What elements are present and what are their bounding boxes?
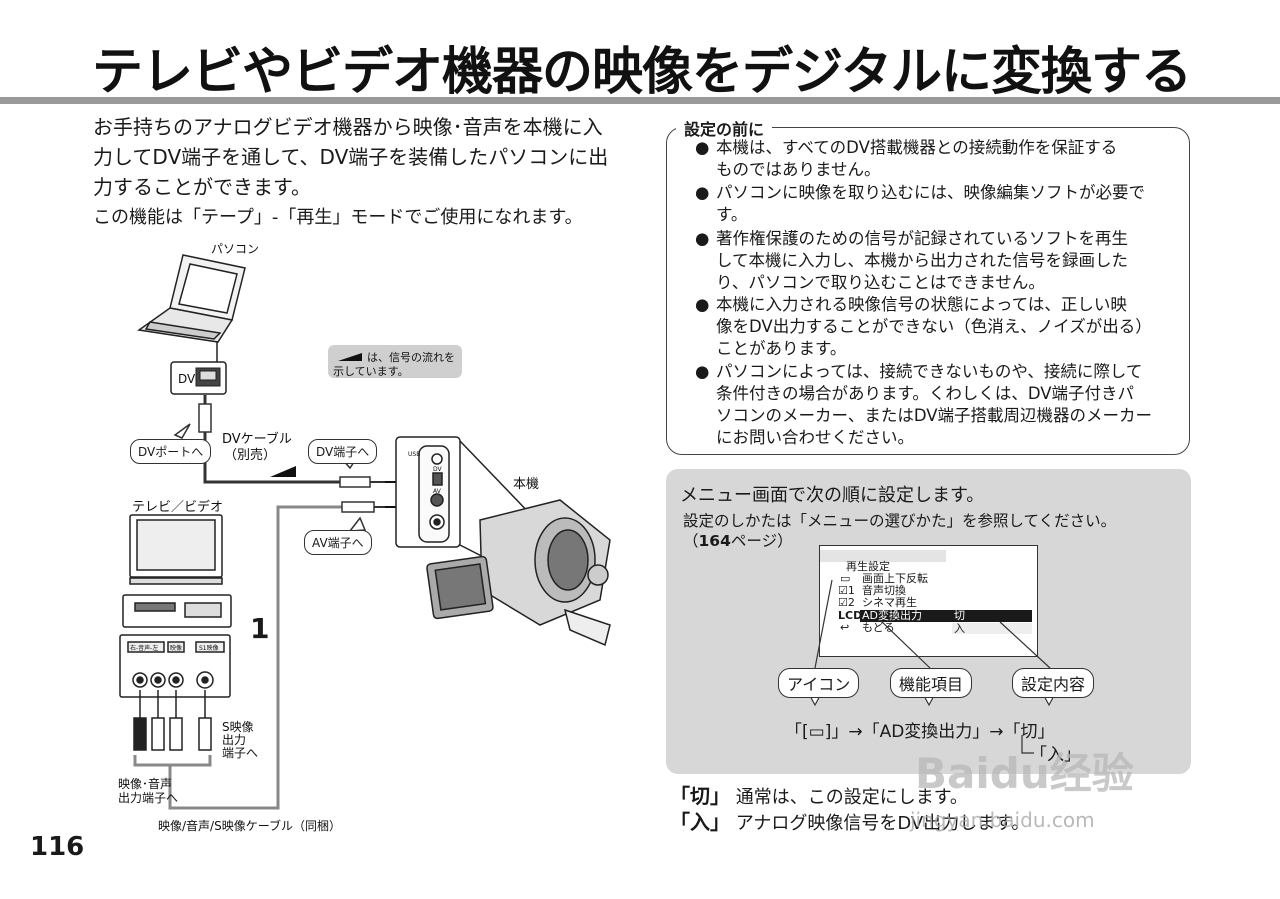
intro-line-3: 力することができます。: [93, 175, 311, 199]
intro-line-1: お手持ちのアナログビデオ機器から映像･音声を本機に入: [93, 115, 603, 139]
screen-item: もどる: [862, 621, 895, 634]
screen-option-highlight: [952, 610, 1032, 622]
screen-icon-tape: ▭: [840, 572, 851, 585]
caution-item-text: パソコンによっては、接続できないものや、接続に際して 条件付きの場合があります。…: [716, 362, 1153, 447]
title-rule: [0, 97, 1280, 104]
caution-item-text: 本機に入力される映像信号の状態によっては、正しい映 像をDV出力することができな…: [716, 295, 1152, 358]
screen-icon-check1: ☑1: [838, 584, 855, 597]
flow-arrow-dv: [270, 466, 296, 477]
watermark-logo: Baidu经验: [915, 749, 1134, 798]
page-ref-close: ページ）: [730, 532, 793, 550]
menu-screen: 再生設定 ▭ 画面上下反転 ☑1 音声切換 ☑2 シネマ再生 LCD AD変換出…: [819, 545, 1038, 657]
menu-sequence-alt: 「入」: [1030, 745, 1081, 765]
jack-label-s-video: S1映像: [199, 645, 219, 652]
camera-label: 本機: [513, 477, 540, 492]
intro-line-2: 力してDV端子を通して、DV端子を装備したパソコンに出: [93, 145, 609, 169]
dv-port-bubble: DVポートへ: [130, 439, 212, 464]
screen-icon-lcd: LCD: [838, 609, 863, 622]
av-terminal-bubble: AV端子へ: [304, 530, 372, 555]
jack-label-audio: 右-音声-左: [130, 645, 159, 652]
av-plugs: [133, 690, 212, 751]
screen-option: 入: [954, 622, 965, 635]
definition-text: 通常は、この設定にします。: [735, 787, 968, 808]
vcr-icon: [122, 594, 232, 628]
screen-item: シネマ再生: [862, 596, 917, 609]
av-out-label-2: 出力端子へ: [118, 791, 179, 805]
port-label-usb: USB: [408, 451, 421, 458]
caution-box: [666, 127, 1190, 455]
caution-item: ● パソコンによっては、接続できないものや、接続に際して 条件付きの場合がありま…: [695, 361, 1175, 449]
screen-item-selected: AD変換出力: [862, 609, 922, 622]
dv-terminal-bubble: DV端子へ: [308, 439, 378, 464]
dv-port-box-pc: [170, 342, 227, 395]
caution-item-text: 本機は、すべてのDV搭載機器との接続動作を保証する ものではありません。: [716, 138, 1118, 179]
menu-heading: メニュー画面で次の順に設定します。: [680, 485, 985, 506]
caution-heading: 設定の前に: [676, 116, 773, 140]
mode-note: この機能は「テープ」-「再生」モードでご使用になれます。: [93, 207, 583, 228]
definition-key: 「切」: [670, 784, 730, 808]
bullet-icon: ●: [695, 229, 710, 248]
screen-option-selected: 切: [954, 609, 965, 622]
page-title: テレビやビデオ機器の映像をデジタルに変換する: [92, 43, 1192, 102]
screen-title-bar: [820, 550, 946, 562]
definition-key: 「入」: [670, 810, 730, 834]
definition-text: アナログ映像信号をDV出力します。: [735, 813, 1030, 834]
pc-label: パソコン: [211, 242, 260, 256]
flow-legend-line-2: 示しています。: [333, 365, 409, 378]
port-label-dv: DV: [433, 466, 442, 473]
tv-icon: [129, 514, 223, 585]
screen-highlight-bar: [860, 610, 952, 622]
caution-item: ● パソコンに映像を取り込むには、映像編集ソフトが必要で す。: [695, 182, 1175, 226]
camera-port-panel: [395, 436, 461, 548]
dv-cable-label: DVケーブル: [222, 432, 292, 447]
bullet-icon: ●: [695, 138, 710, 157]
tv-video-label: テレビ／ビデオ: [132, 500, 224, 515]
screen-icon-return: ↩: [840, 621, 850, 634]
watermark-url: jingyan.baidu.com: [910, 808, 1095, 832]
caution-item: ● 著作権保護のための信号が記録されているソフトを再生 して本機に入力し、本機か…: [695, 228, 1175, 294]
screen-item: 画面上下反転: [862, 572, 928, 585]
av-cable: [133, 501, 395, 810]
page-ref-open: （: [683, 532, 699, 550]
bullet-icon: ●: [695, 362, 710, 381]
s-video-label-2: 出力: [222, 733, 247, 747]
screen-title: 再生設定: [846, 560, 890, 573]
av-out-label-1: 映像･音声: [118, 777, 173, 791]
s-video-label-1: S映像: [222, 720, 254, 734]
caution-item-text: パソコンに映像を取り込むには、映像編集ソフトが必要で す。: [716, 183, 1145, 224]
menu-page-ref: （164ページ）: [683, 529, 793, 551]
menu-instruction: 設定のしかたは「メニューの選びかた」を参照してください。: [683, 512, 1117, 530]
flow-legend-line-1: は、信号の流れを: [367, 351, 455, 364]
screen-item: 音声切換: [862, 584, 906, 597]
menu-sequence: 「[▭]」→「AD変換出力」→「切」: [785, 722, 1055, 742]
connection-diagram: [119, 254, 611, 810]
laptop-icon: [137, 254, 246, 343]
callout-icon: アイコン: [778, 668, 860, 698]
callout-function: 機能項目: [890, 668, 973, 698]
step-number: 1: [250, 612, 270, 645]
s-video-label-3: 端子へ: [222, 746, 259, 760]
jack-label-video: 映像: [170, 645, 183, 652]
definition-row: 「切」 通常は、この設定にします。: [670, 780, 968, 809]
jack-panel: [119, 634, 231, 698]
caution-item: ● 本機に入力される映像信号の状態によっては、正しい映 像をDV出力することがで…: [695, 294, 1175, 360]
callout-setting: 設定内容: [1012, 668, 1095, 698]
screen-icon-check2: ☑2: [838, 596, 855, 609]
dv-label: DV: [178, 372, 196, 386]
flow-legend-box: [328, 345, 462, 378]
screen-option-bg: [952, 623, 1032, 634]
av-cable-label: 映像/音声/S映像ケーブル（同梱）: [158, 819, 341, 833]
page-number: 116: [30, 832, 85, 862]
page-ref-number: 164: [698, 532, 731, 550]
bullet-icon: ●: [695, 183, 710, 202]
dv-cable-note: （別売）: [224, 448, 277, 463]
definition-row: 「入」 アナログ映像信号をDV出力します。: [670, 806, 1029, 835]
port-label-av: AV: [433, 488, 441, 495]
bullet-icon: ●: [695, 295, 710, 314]
caution-item: ● 本機は、すべてのDV搭載機器との接続動作を保証する ものではありません。: [695, 137, 1175, 181]
caution-item-text: 著作権保護のための信号が記録されているソフトを再生 して本機に入力し、本機から出…: [716, 229, 1129, 292]
camcorder-icon: [426, 440, 611, 647]
